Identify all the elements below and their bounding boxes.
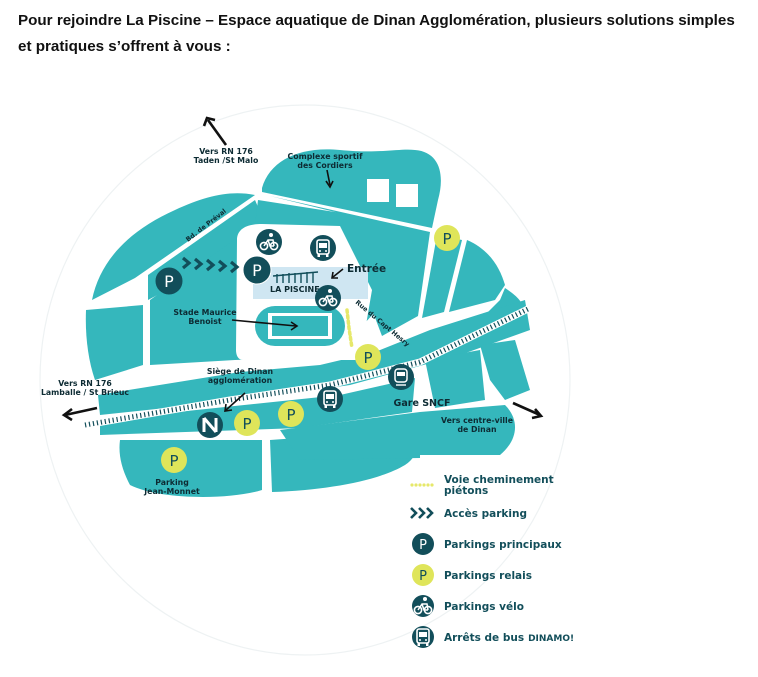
parking-relay-marker[interactable]: P <box>355 344 381 370</box>
chevrons-icon <box>410 507 434 519</box>
legend-item-pedestrian: Voie cheminement piétons <box>410 474 554 497</box>
parking-glyph: P <box>252 261 262 280</box>
parking-main-marker[interactable]: P <box>242 255 272 285</box>
parking-glyph: P <box>242 415 251 433</box>
west-block <box>92 193 255 300</box>
arrow-north-icon <box>206 119 228 146</box>
legend-label-2: piétons <box>444 485 488 497</box>
bus-stop-marker[interactable] <box>317 386 343 412</box>
legend-label: Parkings principaux <box>444 539 562 551</box>
label-gare-sncf: Gare SNCF <box>394 398 451 409</box>
label-centre-ville-2: de Dinan <box>457 425 496 434</box>
legend-item-main-parking: P Parkings principaux <box>412 533 562 555</box>
direction-arrows <box>61 116 544 422</box>
legend-label: Accès parking <box>444 508 527 520</box>
parking-glyph: P <box>169 452 178 470</box>
intro-text: Pour rejoindre La Piscine – Espace aquat… <box>18 8 748 60</box>
bus-stop-marker[interactable] <box>310 235 336 261</box>
legend-item-relay-parking: P Parkings relais <box>412 564 532 586</box>
parking-relay-marker[interactable]: P <box>234 410 260 436</box>
intro-line-2: et pratiques s’offrent à vous : <box>18 38 231 55</box>
legend-label: Parkings relais <box>444 570 532 582</box>
parking-access-chevrons <box>181 256 240 274</box>
label-cordiers: Complexe sportif <box>288 152 364 161</box>
label-siege: Siège de Dinan <box>207 367 273 376</box>
bike-parking-marker[interactable] <box>315 285 341 311</box>
dinamo-brand: DINAMO <box>528 634 570 644</box>
legend-item-access: Accès parking <box>410 507 527 520</box>
parking-relay-marker[interactable]: P <box>161 447 187 473</box>
label-rn176-west-2: Lamballe / St Brieuc <box>41 388 129 397</box>
label-centre-ville: Vers centre-ville <box>441 416 513 425</box>
label-jean-monnet-2: Jean-Monnet <box>143 487 200 496</box>
label-stade-2: Benoist <box>188 317 221 326</box>
arrow-siege-icon <box>225 392 246 411</box>
pedestrian-path <box>345 308 354 350</box>
label-stade: Stade Maurice <box>173 308 236 317</box>
parking-glyph: P <box>419 538 427 553</box>
n-logo-icon <box>202 417 218 433</box>
parking-glyph: P <box>164 272 174 291</box>
label-rn176-north-2: Taden /St Malo <box>194 156 259 165</box>
map-outline <box>39 104 571 656</box>
arrow-entree-icon <box>332 268 344 278</box>
parking-relay-marker[interactable]: P <box>278 401 304 427</box>
parking-glyph: P <box>363 349 372 367</box>
label-rn176-north: Vers RN 176 <box>199 147 253 156</box>
dinan-agglo-marker[interactable] <box>197 412 223 438</box>
legend-label: Voie cheminement <box>444 474 554 486</box>
train-icon <box>394 368 408 383</box>
rail-band <box>98 300 530 415</box>
legend-label: Parkings vélo <box>444 601 524 613</box>
label-jean-monnet: Parking <box>155 478 189 487</box>
parking-glyph: P <box>442 230 451 248</box>
la-piscine-logo: LA PISCINE <box>270 271 320 294</box>
arrow-cordiers-icon <box>326 169 331 186</box>
label-cordiers-2: des Cordiers <box>297 161 353 170</box>
legend-item-bus: Arrêts de bus DINAMO! <box>412 626 574 648</box>
pedestrian-path-icon <box>410 483 434 487</box>
legend-label: Arrêts de bus DINAMO! <box>444 632 574 644</box>
railway <box>84 304 532 429</box>
parking-main-icon <box>412 533 434 555</box>
intro-line-1: Pour rejoindre La Piscine – Espace aquat… <box>18 12 735 29</box>
label-entree: Entrée <box>347 263 386 275</box>
dinamo-suffix: ! <box>570 634 574 644</box>
parking-glyph: P <box>286 406 295 424</box>
bike-parking-marker[interactable] <box>256 229 282 255</box>
legend-bus-label: Arrêts de bus <box>444 632 524 644</box>
cordiers-block <box>262 149 441 228</box>
jean-monnet-block <box>119 440 263 497</box>
parking-main-marker[interactable]: P <box>154 266 184 296</box>
legend: Voie cheminement piétons Accès parking P… <box>410 474 574 648</box>
court <box>396 184 418 207</box>
label-rn176-west: Vers RN 176 <box>58 379 112 388</box>
train-station-marker[interactable] <box>388 364 414 390</box>
arrow-east-icon <box>512 401 541 417</box>
parking-glyph: P <box>419 569 427 584</box>
parking-relay-icon <box>412 564 434 586</box>
parking-relay-marker[interactable]: P <box>434 225 460 251</box>
pool-logo-text: LA PISCINE <box>270 285 320 294</box>
court <box>367 179 389 202</box>
legend-item-bike: Parkings vélo <box>412 595 524 617</box>
label-siege-2: agglomération <box>208 376 272 385</box>
arrow-stade-icon <box>231 319 297 327</box>
arrow-west-icon <box>64 406 98 417</box>
